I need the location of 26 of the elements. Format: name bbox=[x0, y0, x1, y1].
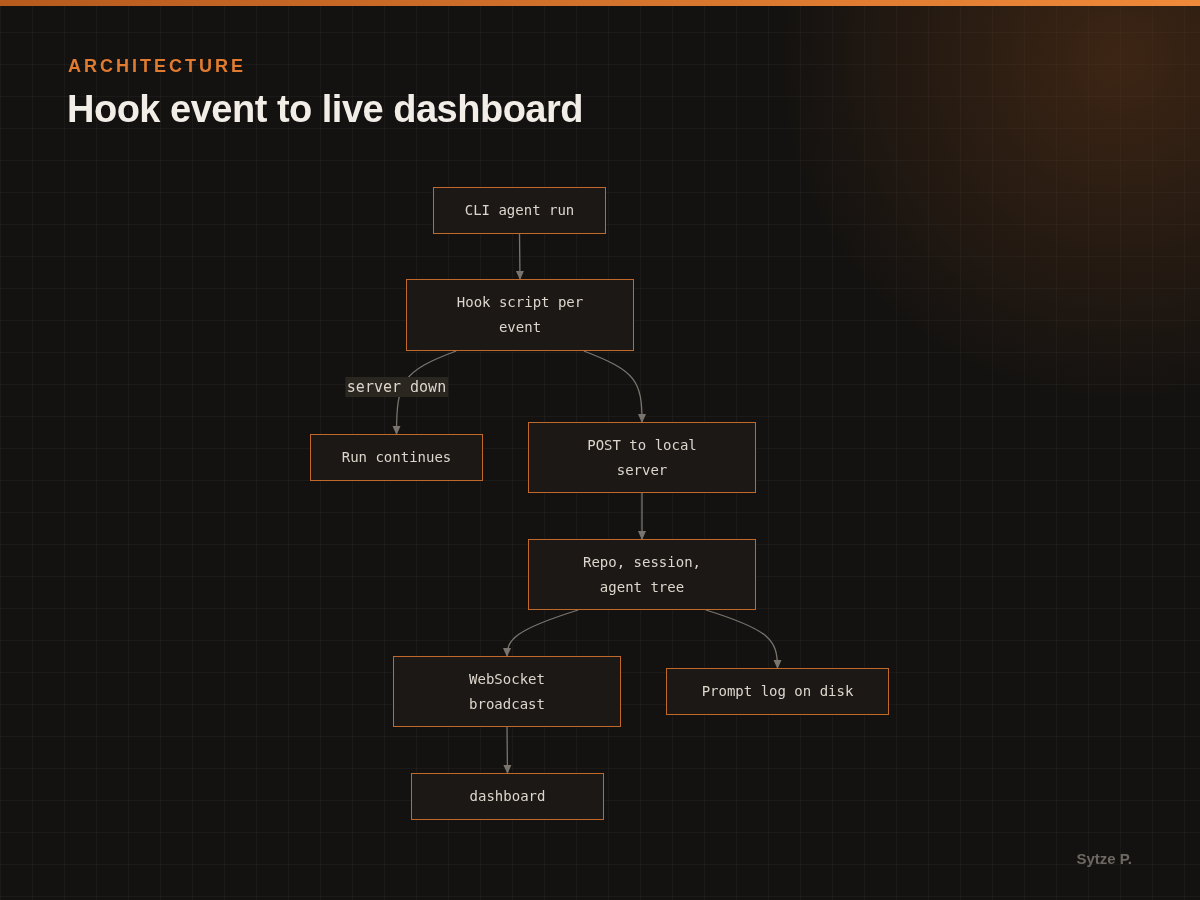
node-text: CLI agent run bbox=[464, 201, 575, 220]
node-text: dashboard bbox=[469, 787, 546, 806]
arrow bbox=[503, 726, 512, 774]
diagram-title: Hook event to live dashboard bbox=[67, 88, 583, 131]
arrow bbox=[515, 233, 524, 280]
process-box bbox=[411, 773, 604, 820]
process-box bbox=[433, 187, 606, 234]
process-box bbox=[310, 434, 483, 481]
node-text: Run continues bbox=[341, 448, 452, 467]
process-box bbox=[406, 279, 634, 351]
arrow bbox=[583, 350, 646, 423]
section-kicker: ARCHITECTURE bbox=[68, 56, 246, 77]
node-text: Hook script per event bbox=[455, 293, 585, 337]
process-box bbox=[528, 539, 756, 610]
node-text: POST to local server bbox=[586, 435, 698, 480]
arrow bbox=[638, 492, 646, 540]
edge-label: server down bbox=[344, 376, 449, 397]
node-text: Repo, session, agent tree bbox=[582, 552, 702, 597]
arrow bbox=[705, 609, 782, 669]
process-box bbox=[666, 668, 889, 715]
node-text: WebSocket broadcast bbox=[468, 669, 546, 714]
arrow bbox=[503, 609, 579, 657]
process-box bbox=[393, 656, 621, 727]
process-box bbox=[528, 422, 756, 493]
node-text: Prompt log on disk bbox=[701, 682, 854, 701]
author-credit: Sytze P. bbox=[1076, 850, 1132, 867]
